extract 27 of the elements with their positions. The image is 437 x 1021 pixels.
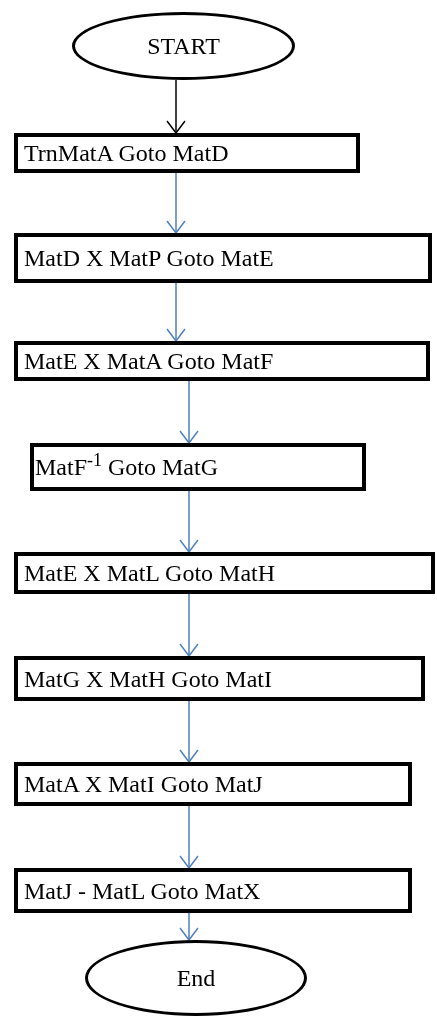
process-box [14,656,425,701]
node-label: START [147,34,220,58]
process-box [30,443,366,491]
node-label: MatA X MatI Goto MatJ [24,772,263,796]
arrow [179,490,199,554]
process-box [14,233,432,283]
arrow [179,805,199,870]
arrow [179,380,199,445]
node-label: MatG X MatH Goto MatI [24,666,272,691]
arrow [166,79,186,135]
node-label: MatD X MatP Goto MatE [24,246,274,270]
process-box [14,868,412,913]
arrow [179,593,199,658]
process-box [14,341,430,381]
node-label: MatF$^{-1}$ Goto MatG [35,455,218,479]
node-label: MatE X MatA Goto MatF [24,349,274,373]
node-label: End [176,966,216,990]
arrow [166,282,186,343]
node-label: MatJ - MatL Goto MatX [24,878,261,903]
arrow [179,700,199,764]
node-label: TrnMatA Goto MatD [24,141,229,165]
arrow [166,172,186,235]
process-box [14,133,360,173]
process-box [14,762,412,806]
process-box [14,552,435,594]
arrow [179,912,199,942]
node-label: MatE X MatL Goto MatH [24,561,276,585]
